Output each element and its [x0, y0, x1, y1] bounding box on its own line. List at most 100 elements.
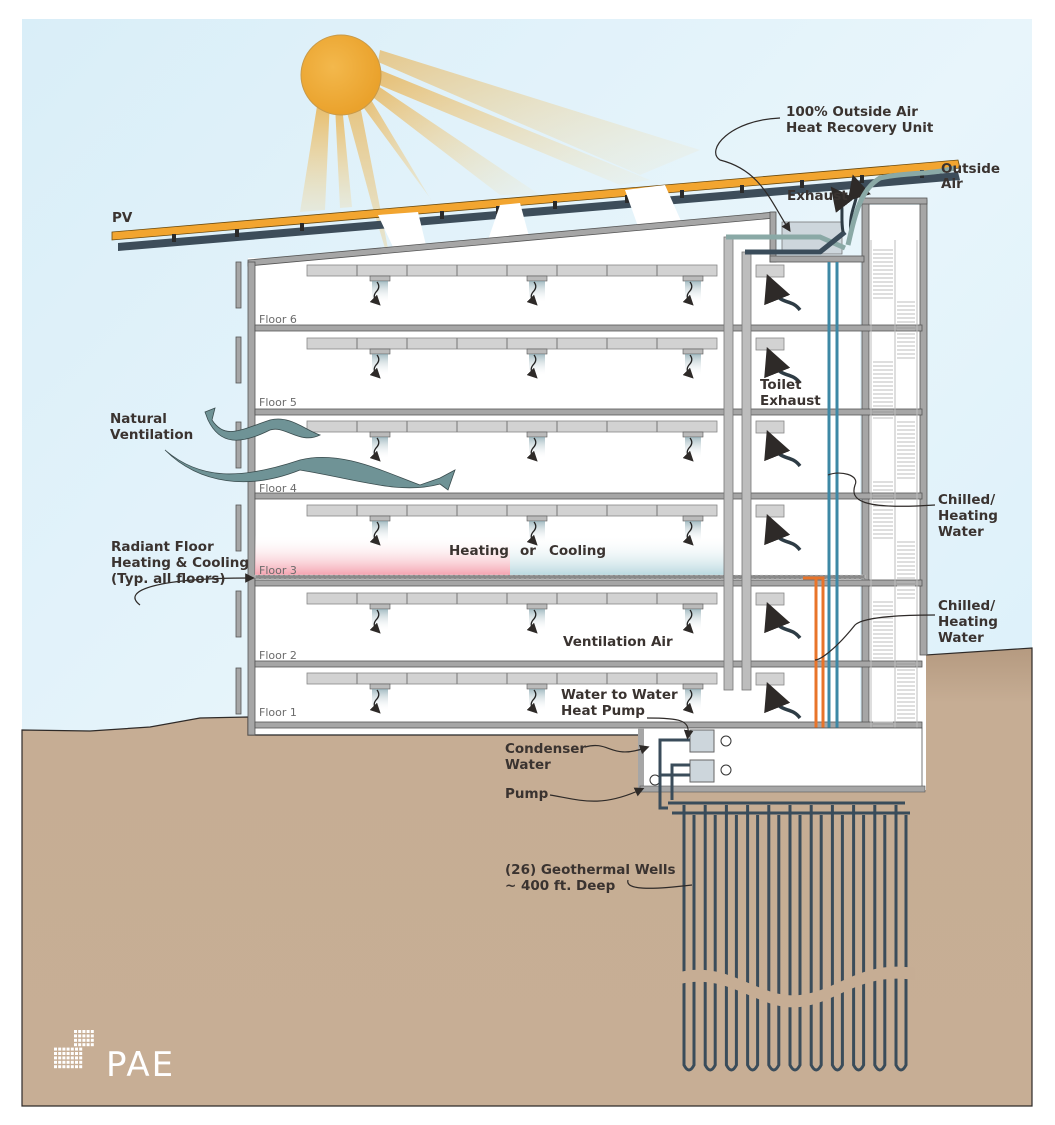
pump-label: Pump [505, 786, 549, 802]
diffuser-airflow [685, 281, 701, 303]
pae-logo-text: PAE [106, 1045, 175, 1085]
logo-dot [79, 1060, 83, 1064]
logo-dot [86, 1043, 90, 1047]
airflow-arrow-icon [369, 521, 381, 546]
airflow-arrow-icon [526, 281, 538, 306]
diffuser [682, 683, 704, 690]
diffuser-airflow [529, 354, 545, 376]
logo-dot [66, 1056, 70, 1060]
exhaust-arrow-icon [764, 347, 802, 385]
airflow-arrow-icon [526, 437, 538, 462]
heat-pump-2 [689, 759, 715, 783]
airflow-arrow-icon [682, 609, 694, 634]
floor-label-2: Floor 2 [259, 649, 297, 662]
logo-dot [58, 1056, 62, 1060]
or-label: or [520, 543, 536, 559]
airflow-arrow-icon [526, 609, 538, 634]
geothermal-well-loop [724, 805, 738, 1072]
logo-dot [79, 1065, 83, 1069]
logo-dot [75, 1052, 78, 1055]
logo-dot [78, 1038, 82, 1042]
airflow-arrow-icon [682, 521, 694, 546]
diffuser-airflow [372, 609, 388, 631]
logo-dot [86, 1030, 90, 1033]
geothermal-well-loop [830, 805, 844, 1072]
logo-dot [86, 1034, 90, 1038]
diffuser-airflow [529, 609, 545, 631]
floor-label-1: Floor 1 [259, 706, 297, 719]
exhaust-grille [755, 264, 785, 278]
airflow-arrow-icon [526, 689, 538, 714]
logo-dot [54, 1052, 57, 1055]
pv-array [111, 159, 961, 251]
diffuser [682, 348, 704, 355]
logo-dot [66, 1052, 70, 1055]
logo-dot [75, 1060, 78, 1064]
logo-dot [66, 1060, 70, 1064]
pump-icon [720, 764, 732, 776]
pump-icon [720, 735, 732, 747]
logo-dot [62, 1047, 66, 1051]
logo-dot [66, 1047, 70, 1051]
logo-dot [70, 1047, 74, 1051]
airflow-arrow-icon [369, 354, 381, 379]
natural-ventilation-airflow [164, 407, 456, 491]
geothermal-well-loop [788, 805, 802, 1072]
pae-logo-mark [54, 1030, 94, 1069]
diffuser [526, 603, 548, 610]
logo-dot [75, 1065, 78, 1069]
logo-dot [79, 1056, 83, 1060]
radiant-floor-tubing [254, 574, 866, 580]
logo-dot [62, 1056, 66, 1060]
diffuser-airflow [372, 521, 388, 543]
stairwell [870, 240, 918, 785]
geothermal-well-loop [873, 805, 887, 1072]
floor-label-4: Floor 4 [259, 482, 297, 495]
logo-dot [82, 1043, 86, 1047]
logo-dot [66, 1065, 70, 1069]
logo-dot [82, 1038, 86, 1042]
logo-dot [70, 1065, 74, 1069]
diffuser [369, 603, 391, 610]
logo-dot [70, 1056, 74, 1060]
heating-label: Heating [449, 543, 509, 559]
diffuser-airflow [685, 689, 701, 711]
diffuser [369, 683, 391, 690]
pv-label: PV [112, 210, 133, 226]
logo-dot [62, 1052, 66, 1055]
supply-duct [306, 420, 718, 433]
exhaust-arrow-icon [764, 602, 802, 640]
supply-duct [306, 592, 718, 605]
diffuser [526, 275, 548, 282]
diffuser-airflow [685, 521, 701, 543]
logo-dot [86, 1038, 90, 1042]
ventilation-air-label: Ventilation Air [563, 634, 673, 650]
logo-dot [58, 1047, 62, 1051]
diffuser [526, 431, 548, 438]
supply-duct [306, 337, 718, 350]
floor-label-6: Floor 6 [259, 313, 297, 326]
logo-dot [75, 1047, 78, 1051]
supply-duct [306, 504, 718, 517]
diffuser [369, 515, 391, 522]
diffuser-airflow [372, 354, 388, 376]
diffuser [682, 603, 704, 610]
floor-label-5: Floor 5 [259, 396, 297, 409]
diffuser [526, 348, 548, 355]
exhaust-grille [755, 672, 785, 686]
exhaust-arrow-icon [764, 514, 802, 552]
geothermal-well-loop [767, 805, 781, 1072]
diffuser [369, 431, 391, 438]
supply-duct [306, 264, 718, 277]
logo-dot [74, 1038, 77, 1042]
diffuser [369, 275, 391, 282]
exhaust-arrow-icon [764, 682, 802, 720]
logo-dot [74, 1034, 77, 1038]
logo-dot [58, 1065, 62, 1069]
toilet-exhaust [755, 264, 802, 720]
logo-dot [90, 1034, 94, 1038]
